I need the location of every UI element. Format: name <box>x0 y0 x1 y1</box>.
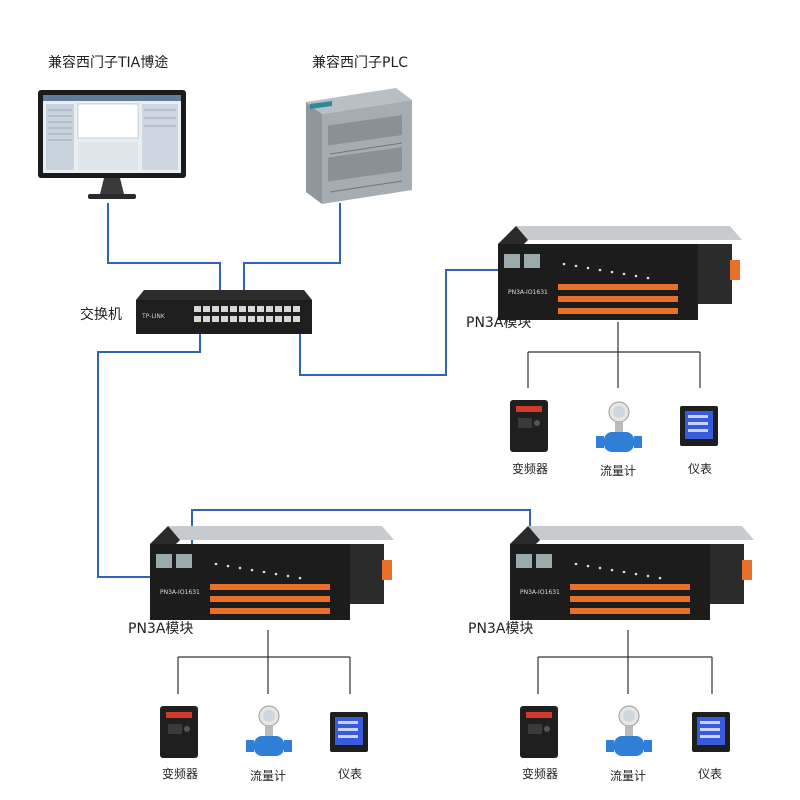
panel-meter-icon <box>330 712 368 752</box>
tia-label: 兼容西门子TIA博途 <box>48 55 169 71</box>
plc-label: 兼容西门子PLC <box>312 55 409 71</box>
module1-flowmeter-label: 流量计 <box>600 464 637 478</box>
module2-meter-label: 仪表 <box>338 767 363 781</box>
module-model-text: PN3A-IO1631 <box>160 589 200 596</box>
module2-label: PN3A模块 <box>128 621 194 637</box>
monitor-icon <box>38 90 186 199</box>
module3-meter-label: 仪表 <box>698 767 723 781</box>
io-module-icon: PN3A-IO1631 <box>498 226 742 320</box>
link-switch-module1 <box>299 269 502 376</box>
panel-meter-icon <box>692 712 730 752</box>
tree-module3 <box>537 630 713 694</box>
vfd-icon <box>510 400 548 452</box>
module-model-text: PN3A-IO1631 <box>508 289 548 296</box>
flowmeter-icon <box>606 705 652 756</box>
module2-vfd-label: 变频器 <box>162 767 199 781</box>
switch-label: 交换机 <box>80 307 122 323</box>
link-plc-switch <box>243 203 341 290</box>
module3-flowmeter-label: 流量计 <box>610 769 647 783</box>
switch-icon: TP-LINK <box>136 290 312 334</box>
module3-vfd-label: 变频器 <box>522 767 559 781</box>
flowmeter-icon <box>596 401 642 452</box>
module3-label: PN3A模块 <box>468 621 534 637</box>
panel-meter-icon <box>680 406 718 446</box>
module-model-text: PN3A-IO1631 <box>520 589 560 596</box>
plc-icon <box>306 88 412 204</box>
vfd-icon <box>520 706 558 758</box>
module1-meter-label: 仪表 <box>688 462 713 476</box>
switch-brand-text: TP-LINK <box>141 313 166 320</box>
io-module-icon: PN3A-IO1631 <box>510 526 754 620</box>
link-switch-module2 <box>97 333 201 578</box>
flowmeter-icon <box>246 705 292 756</box>
io-module-icon: PN3A-IO1631 <box>150 526 394 620</box>
module1-vfd-label: 变频器 <box>512 462 549 476</box>
vfd-icon <box>160 706 198 758</box>
link-pc-switch <box>107 203 221 290</box>
module2-flowmeter-label: 流量计 <box>250 769 287 783</box>
tree-module1 <box>527 322 701 388</box>
tree-module2 <box>177 630 351 694</box>
